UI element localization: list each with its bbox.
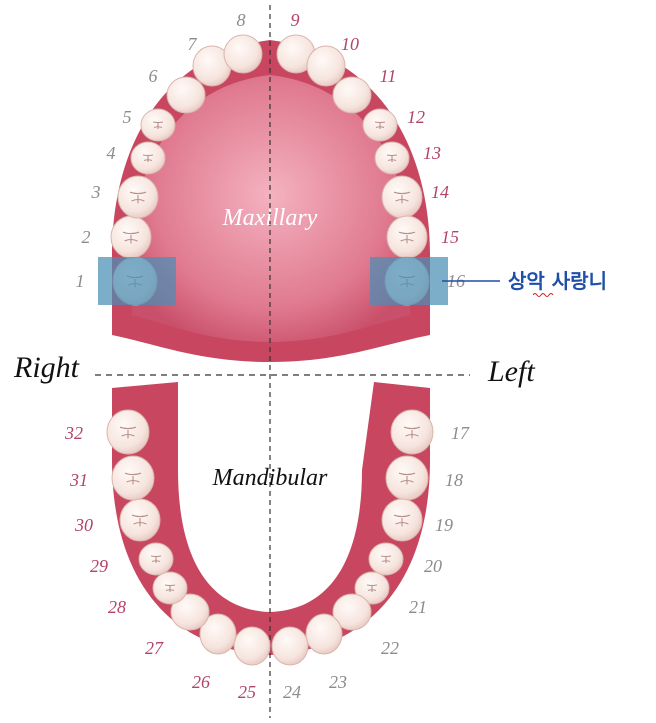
tooth-13 — [374, 141, 410, 175]
left-label: Left — [487, 355, 535, 388]
tooth-number-32: 32 — [64, 423, 83, 443]
highlight-box-tooth-16 — [370, 257, 448, 305]
tooth-number-23: 23 — [329, 672, 347, 692]
tooth-number-27: 27 — [145, 638, 164, 658]
tooth-number-11: 11 — [380, 66, 397, 86]
tooth-number-7: 7 — [188, 34, 198, 54]
tooth-number-12: 12 — [407, 107, 425, 127]
tooth-5 — [140, 108, 176, 142]
tooth-23 — [305, 613, 343, 655]
tooth-number-26: 26 — [192, 672, 210, 692]
tooth-number-25: 25 — [238, 682, 256, 702]
tooth-21 — [354, 571, 390, 605]
tooth-24 — [271, 626, 309, 666]
tooth-number-3: 3 — [91, 182, 101, 202]
highlight-layer — [98, 257, 448, 305]
tooth-number-15: 15 — [441, 227, 459, 247]
tooth-11 — [332, 76, 372, 114]
tooth-number-18: 18 — [445, 470, 463, 490]
tooth-number-6: 6 — [149, 66, 158, 86]
tooth-14 — [381, 175, 423, 219]
highlight-box-tooth-1 — [98, 257, 176, 305]
tooth-number-10: 10 — [341, 34, 359, 54]
palate — [132, 75, 410, 342]
callout-underline — [532, 293, 554, 297]
tooth-number-8: 8 — [237, 10, 246, 30]
tooth-26 — [199, 613, 237, 655]
tooth-3 — [117, 175, 159, 219]
tooth-20 — [368, 542, 404, 576]
tooth-2 — [110, 215, 152, 259]
tooth-number-29: 29 — [90, 556, 108, 576]
tooth-number-1: 1 — [76, 271, 85, 291]
tooth-18 — [385, 455, 429, 501]
tooth-number-24: 24 — [283, 682, 301, 702]
tooth-number-5: 5 — [123, 107, 132, 127]
tooth-number-9: 9 — [291, 10, 300, 30]
tooth-number-19: 19 — [435, 515, 453, 535]
tooth-19 — [381, 498, 423, 542]
tooth-15 — [386, 215, 428, 259]
tooth-10 — [306, 45, 346, 87]
tooth-6 — [166, 76, 206, 114]
mandibular-gum — [112, 382, 430, 655]
tooth-number-4: 4 — [107, 143, 116, 163]
tooth-28 — [152, 571, 188, 605]
tooth-8 — [223, 34, 263, 74]
teeth-layer — [106, 34, 434, 666]
tooth-number-21: 21 — [409, 597, 427, 617]
maxillary-label: Maxillary — [222, 205, 318, 231]
tooth-4 — [130, 141, 166, 175]
tooth-number-13: 13 — [423, 143, 441, 163]
tooth-number-2: 2 — [82, 227, 91, 247]
callout-label: 상악 사랑니 — [508, 269, 607, 293]
tooth-27 — [170, 593, 210, 631]
tooth-31 — [111, 455, 155, 501]
tooth-12 — [362, 108, 398, 142]
tooth-number-28: 28 — [108, 597, 126, 617]
tooth-30 — [119, 498, 161, 542]
tooth-22 — [332, 593, 372, 631]
tooth-17 — [390, 409, 434, 455]
tooth-number-30: 30 — [74, 515, 93, 535]
tooth-number-17: 17 — [451, 423, 470, 443]
tooth-29 — [138, 542, 174, 576]
tooth-number-14: 14 — [431, 182, 449, 202]
tooth-25 — [233, 626, 271, 666]
right-label: Right — [13, 351, 80, 384]
tooth-number-20: 20 — [424, 556, 442, 576]
tooth-32 — [106, 409, 150, 455]
tooth-number-22: 22 — [381, 638, 399, 658]
mandibular-label: Mandibular — [212, 465, 328, 491]
tooth-number-31: 31 — [69, 470, 88, 490]
